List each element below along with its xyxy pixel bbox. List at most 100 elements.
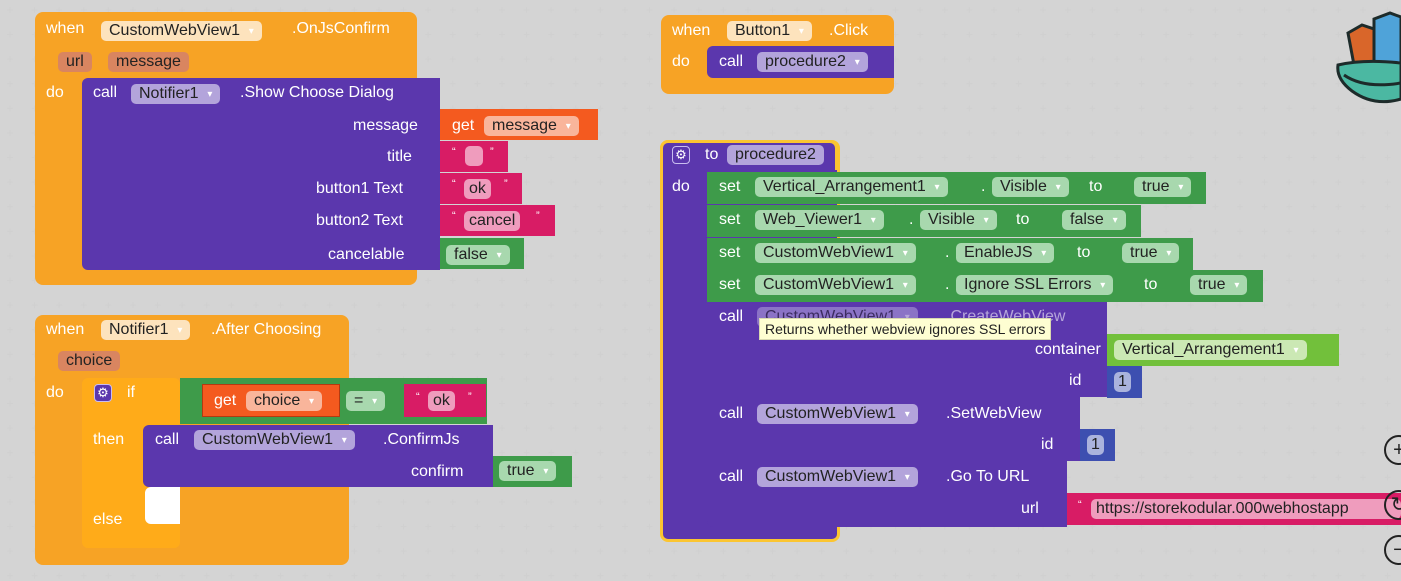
dot-label: . [981,178,986,195]
property-dropdown[interactable]: Visible [920,210,997,230]
component-dropdown[interactable]: CustomWebView1 [101,21,262,41]
bool-dropdown[interactable]: true [1122,243,1180,263]
backpack-icon[interactable] [1334,3,1401,123]
to-label: to [1016,211,1030,228]
arg-label-id: id [1041,436,1054,453]
call-label: call [93,84,118,101]
method-name: .Go To URL [946,468,1030,485]
component-dropdown[interactable]: Web_Viewer1 [755,210,884,230]
call-label: call [719,468,744,485]
else-slot[interactable] [145,487,180,524]
dot-label: . [945,244,950,261]
text-field-button1[interactable]: ok [464,179,491,199]
else-label: else [93,511,123,528]
arg-label-button1: button1 Text [316,180,403,197]
dot-label: . [945,276,950,293]
event-name: .After Choosing [211,321,322,338]
quote-open: “ [1078,499,1082,511]
property-dropdown[interactable]: Ignore SSL Errors [956,275,1114,295]
quote-open: “ [416,391,420,403]
do-label: do [672,178,690,195]
quote-close: ” [468,391,472,403]
do-label: do [46,84,64,101]
operator-dropdown[interactable]: = [346,391,386,411]
notifier-dropdown[interactable]: Notifier1 [131,84,221,104]
bool-dropdown[interactable]: true [1190,275,1248,295]
set-label: set [719,244,741,261]
when-label: when [672,22,711,39]
component-dropdown[interactable]: CustomWebView1 [757,467,918,487]
show-choose-dialog-block[interactable] [82,78,440,270]
to-label: to [705,146,719,163]
to-label: to [1077,244,1091,261]
to-label: to [1089,178,1103,195]
to-label: to [1144,276,1158,293]
text-field-url[interactable]: https://storekodular.000webhostapp [1091,499,1401,519]
dot-label: . [909,211,914,228]
bool-dropdown[interactable]: true [1134,177,1192,197]
call-label: call [719,53,744,70]
arg-label-title: title [387,148,412,165]
if-label: if [127,384,135,401]
component-dropdown[interactable]: Notifier1 [101,320,191,340]
when-label: when [46,20,85,37]
get-var-dropdown[interactable]: message [484,116,579,136]
arg-label-url: url [1021,500,1039,517]
set-label: set [719,178,741,195]
event-name: .Click [829,22,869,39]
procedure-dropdown[interactable]: procedure2 [757,52,868,72]
arg-label-message: message [353,117,418,134]
set-label: set [719,276,741,293]
arg-label-id: id [1069,372,1082,389]
method-name: .Show Choose Dialog [240,84,394,101]
component-dropdown[interactable]: CustomWebView1 [757,404,918,424]
component-dropdown[interactable]: Vertical_Arrangement1 [1114,340,1307,360]
arg-label-button2: button2 Text [316,212,403,229]
text-field-ok[interactable]: ok [428,391,455,411]
number-field[interactable]: 1 [1114,372,1131,392]
call-label: call [155,431,180,448]
component-dropdown[interactable]: CustomWebView1 [755,243,916,263]
property-dropdown[interactable]: Visible [992,177,1069,197]
bool-dropdown[interactable]: false [1062,210,1126,230]
quote-close: ” [536,210,540,222]
component-dropdown[interactable]: CustomWebView1 [194,430,355,450]
arg-label-cancelable: cancelable [328,246,405,263]
tooltip: Returns whether webview ignores SSL erro… [759,318,1052,340]
method-name: .SetWebView [946,405,1042,422]
text-field-title[interactable] [465,146,483,166]
do-label: do [46,384,64,401]
set-label: set [719,211,741,228]
call-label: call [719,308,744,325]
component-dropdown[interactable]: CustomWebView1 [755,275,916,295]
param-message[interactable]: message [108,52,189,72]
bool-dropdown[interactable]: true [499,461,557,481]
bool-dropdown[interactable]: false [446,245,510,265]
quote-open: “ [452,146,456,158]
component-dropdown[interactable]: Vertical_Arrangement1 [755,177,948,197]
when-label: when [46,321,85,338]
quote-close: ” [490,146,494,158]
arg-label-confirm: confirm [411,463,464,480]
get-label: get [214,392,237,409]
arg-label-container: container [1035,341,1101,358]
param-url[interactable]: url [58,52,92,72]
quote-close: ” [504,178,508,190]
do-label: do [672,53,690,70]
event-name: .OnJsConfirm [292,20,390,37]
quote-open: “ [452,210,456,222]
component-dropdown[interactable]: Button1 [727,21,812,41]
get-var-dropdown[interactable]: choice [246,391,323,411]
call-label: call [719,405,744,422]
text-field-button2[interactable]: cancel [464,211,521,231]
gear-icon[interactable]: ⚙ [94,384,112,402]
property-dropdown[interactable]: EnableJS [956,243,1055,263]
param-choice[interactable]: choice [58,351,121,371]
number-field[interactable]: 1 [1087,435,1104,455]
then-label: then [93,431,125,448]
method-name: .ConfirmJs [383,431,460,448]
quote-open: “ [452,178,456,190]
get-label: get [452,117,475,134]
procedure-name-field[interactable]: procedure2 [727,145,824,165]
gear-icon[interactable]: ⚙ [672,146,690,164]
